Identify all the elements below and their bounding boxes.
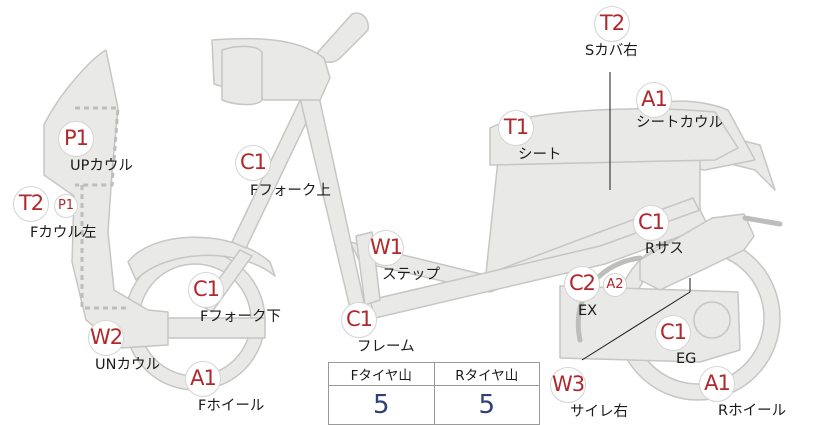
label-frame: フレーム [357,339,415,355]
badge-ex-sub: A2 [603,273,627,297]
down-tube-shape [299,91,365,309]
label-f-cowl-left: Fカウル左 [30,225,97,241]
front-fender [127,236,276,281]
badge-f-wheel: A1 [185,361,221,397]
tire-tread-header-row: Fタイヤ山 Rタイヤ山 [328,362,540,386]
label-step: ステップ [382,267,440,283]
leader-line-silencer-2 [581,291,691,361]
label-up-cowl: UPカウル [70,158,133,174]
badge-f-fork-lower: C1 [188,272,224,308]
rear-tread-header: Rタイヤ山 [433,362,540,386]
badge-f-fork-upper: C1 [235,145,271,181]
badge-s-cover-right: T2 [594,6,630,42]
badge-frame: C1 [341,302,377,338]
front-tread-value: 5 [328,385,435,425]
muffler-rod [742,215,783,227]
badge-up-cowl: P1 [58,121,94,157]
label-s-cover-right: Sカバ右 [585,43,638,59]
tire-tread-table: Fタイヤ山 Rタイヤ山 5 5 [328,362,540,425]
label-eg: EG [676,351,697,367]
label-silencer-right: サイレ右 [570,404,628,420]
rear-tread-value: 5 [433,385,540,425]
badge-r-suspension: C1 [633,205,669,241]
upcowl-zone-outline [75,106,120,187]
label-un-cowl: UNカウル [95,357,160,373]
front-tread-header: Fタイヤ山 [328,362,435,386]
engine-hub [693,301,731,339]
badge-seat: T1 [498,110,534,146]
engine-shape [559,285,741,363]
badge-f-cowl-left: T2 [13,186,49,222]
tire-tread-value-row: 5 5 [328,385,540,425]
badge-seat-cowl: A1 [636,82,672,118]
badge-f-cowl-left-sub: P1 [54,194,78,218]
mirror [317,12,370,63]
badge-step: W1 [368,230,404,266]
label-f-fork-upper: Fフォーク上 [250,183,331,199]
label-seat: シート [518,147,562,163]
fcowl-zone-outline [80,185,128,310]
badge-r-wheel: A1 [699,366,735,402]
label-ex: EX [578,303,598,319]
rear-shock-shape [639,213,755,291]
badge-silencer-right: W3 [550,367,586,403]
label-f-wheel: Fホイール [198,398,265,414]
label-seat-cowl: シートカウル [636,115,723,131]
badge-eg: C1 [655,315,691,351]
label-r-wheel: Rホイール [718,403,787,419]
label-f-fork-lower: Fフォーク下 [200,309,281,325]
headlight-shape [221,45,263,106]
label-r-suspension: Rサス [645,241,684,257]
badge-ex: C2 [564,266,600,302]
badge-un-cowl: W2 [88,320,124,356]
